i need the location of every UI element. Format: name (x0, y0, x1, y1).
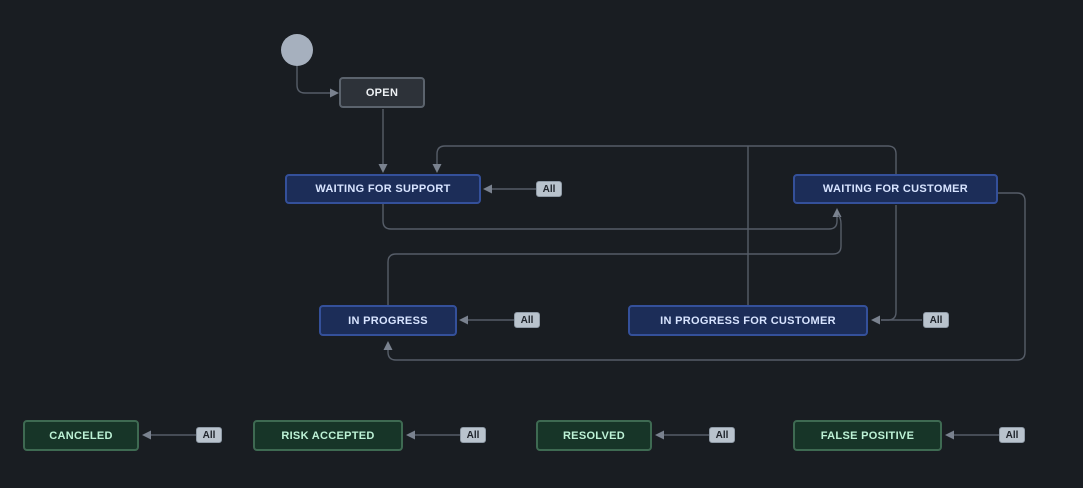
node-resolved[interactable]: RESOLVED (536, 420, 652, 451)
transition-in-progress-waiting-for-customer[interactable] (387, 214, 842, 305)
transition-all-false-positive[interactable] (945, 430, 999, 440)
node-in-progress[interactable]: IN PROGRESS (319, 305, 457, 336)
node-waiting-for-customer[interactable]: WAITING FOR CUSTOMER (793, 174, 998, 204)
transition-all-canceled[interactable] (142, 430, 196, 440)
all-transition-badge-waiting-for-support[interactable]: All (536, 181, 562, 197)
start-node[interactable] (281, 34, 313, 66)
transition-open-waiting-for-support[interactable] (378, 109, 388, 173)
all-transition-badge-false-positive[interactable]: All (999, 427, 1025, 443)
node-in-progress-for-customer[interactable]: IN PROGRESS FOR CUSTOMER (628, 305, 868, 336)
transition-all-in-progress[interactable] (459, 315, 514, 325)
all-transition-badge-in-progress-for-customer[interactable]: All (923, 312, 949, 328)
node-false-positive[interactable]: FALSE POSITIVE (793, 420, 942, 451)
transition-waiting-for-customer-waiting-for-support[interactable] (432, 145, 897, 174)
transition-waiting-for-customer-in-progress-for-customer[interactable] (871, 205, 922, 325)
node-risk-accepted[interactable]: RISK ACCEPTED (253, 420, 403, 451)
all-transition-badge-resolved[interactable]: All (709, 427, 735, 443)
node-canceled[interactable]: CANCELED (23, 420, 139, 451)
all-transition-badge-canceled[interactable]: All (196, 427, 222, 443)
transition-start-open[interactable] (296, 66, 339, 98)
transition-waiting-for-customer-in-progress[interactable] (383, 192, 1026, 361)
node-waiting-for-support[interactable]: WAITING FOR SUPPORT (285, 174, 481, 204)
all-transition-badge-in-progress[interactable]: All (514, 312, 540, 328)
transition-all-risk-accepted[interactable] (406, 430, 460, 440)
transition-waiting-for-support-waiting-for-customer[interactable] (382, 204, 842, 230)
transition-all-waiting-for-support[interactable] (483, 184, 536, 194)
node-open[interactable]: OPEN (339, 77, 425, 108)
all-transition-badge-risk-accepted[interactable]: All (460, 427, 486, 443)
transition-all-resolved[interactable] (655, 430, 709, 440)
